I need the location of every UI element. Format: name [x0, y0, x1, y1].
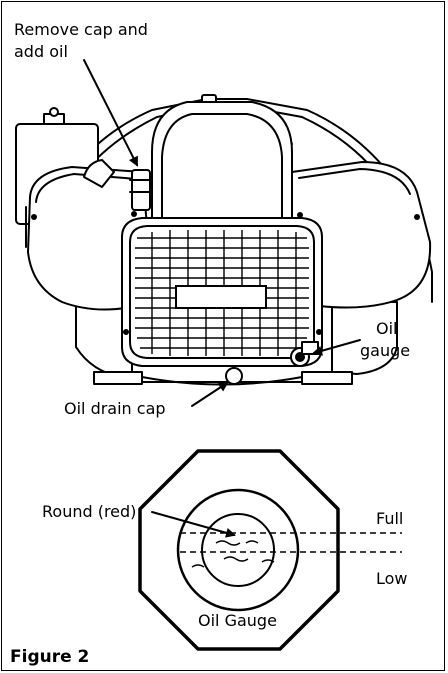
round-red-label: Round (red) — [42, 502, 136, 521]
remove-cap-label-line2: add oil — [14, 42, 68, 61]
oil-gauge-label-line1: Oil — [376, 319, 397, 338]
full-label: Full — [376, 509, 403, 528]
low-label: Low — [376, 569, 408, 588]
oil-gauge-arrow — [312, 339, 361, 356]
oil-drain-cap-arrow — [191, 381, 229, 407]
remove-cap-arrow — [83, 59, 138, 167]
oil-gauge-detail — [138, 449, 402, 651]
figure-caption: Figure 2 — [10, 647, 89, 667]
round-red-arrow — [151, 511, 236, 538]
remove-cap-label-line1: Remove cap and — [14, 20, 148, 39]
oil-drain-cap-label: Oil drain cap — [64, 399, 166, 418]
engine-illustration — [15, 94, 433, 386]
gauge-inner-circle-red — [201, 513, 275, 587]
oil-gauge-title: Oil Gauge — [198, 611, 277, 630]
oil-gauge-label-line2: gauge — [360, 341, 410, 360]
